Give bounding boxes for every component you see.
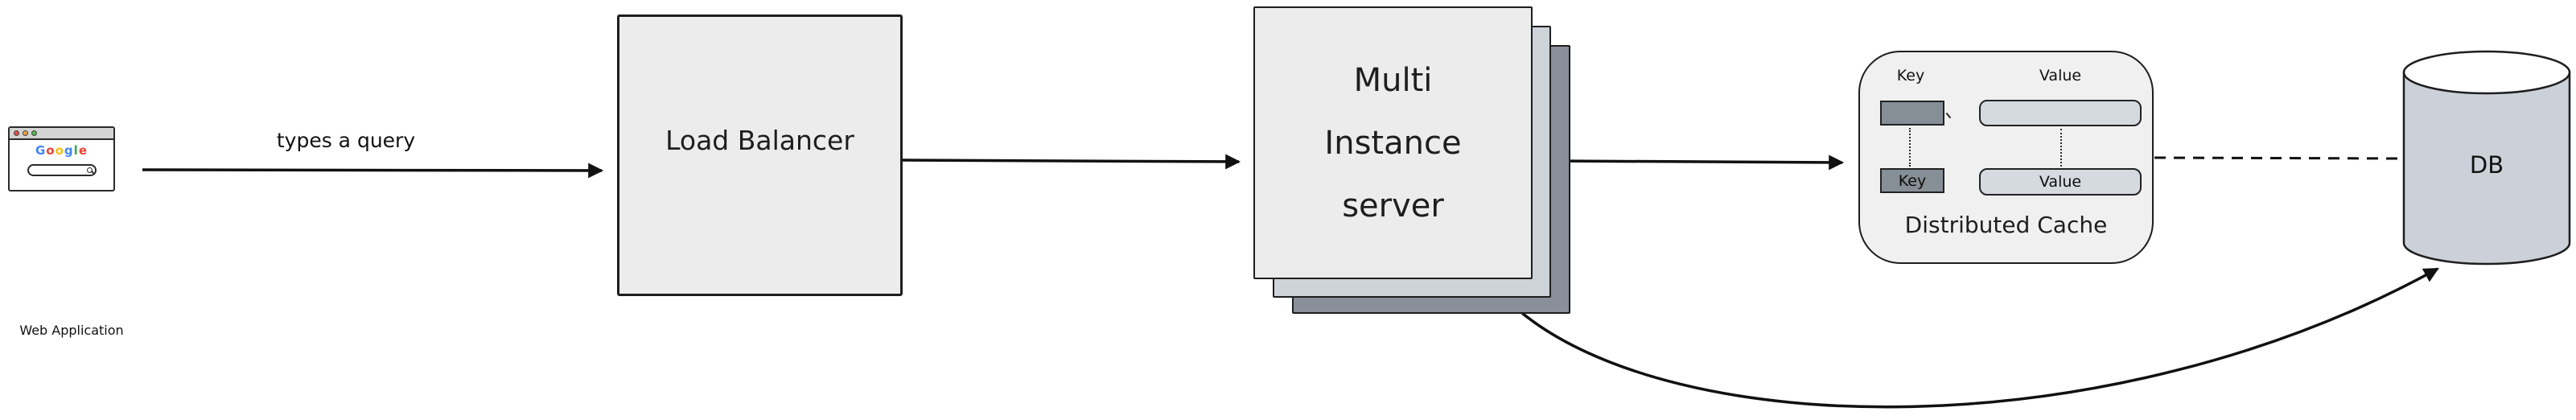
key-tick-mark — [1945, 108, 1957, 119]
logo-letter: e — [78, 143, 88, 158]
logo-letter: G — [35, 143, 47, 158]
browser-title-bar — [10, 128, 113, 140]
value-dotted-link — [2060, 129, 2062, 167]
logo-letter: o — [46, 143, 56, 158]
cache-value-cell — [1979, 100, 2142, 126]
logo-letter: o — [55, 143, 64, 158]
cache-key-cell — [1880, 101, 1944, 126]
key-dotted-link — [1909, 128, 1911, 167]
load-balancer-label: Load Balancer — [665, 125, 854, 156]
db-cylinder — [2402, 50, 2571, 266]
browser-minimize-dot-icon — [23, 130, 28, 136]
search-input — [27, 164, 97, 176]
query-arrow — [142, 163, 604, 179]
browser-maximize-dot-icon — [31, 130, 37, 136]
cache-key-cell-labeled: Key — [1880, 168, 1944, 193]
multi-instance-server-node: Multi Instance server — [1253, 6, 1533, 279]
logo-letter: g — [64, 143, 74, 158]
google-logo: Google — [10, 144, 113, 158]
distributed-cache-node: Key Value Key Value Distributed Cache — [1858, 51, 2154, 264]
web-application-label: Web Application — [19, 323, 124, 338]
browser-close-dot-icon — [14, 130, 19, 136]
distributed-cache-label: Distributed Cache — [1904, 212, 2108, 238]
query-edge-label: types a query — [276, 129, 416, 152]
server-to-db-arrow — [1516, 267, 2439, 409]
cache-to-db-dashed-connector — [2154, 156, 2401, 160]
server-label-line: Multi — [1353, 61, 1433, 99]
lb-to-server-arrow — [902, 154, 1241, 170]
load-balancer-node: Load Balancer — [617, 14, 903, 296]
cache-value-header: Value — [2039, 67, 2082, 84]
cache-key-header: Key — [1896, 67, 1925, 84]
cache-value-cell-labeled: Value — [1979, 168, 2142, 196]
web-application-node: Google Web Application — [8, 126, 124, 338]
search-icon — [87, 167, 93, 173]
server-to-cache-arrow — [1553, 154, 1845, 171]
server-label-line: server — [1342, 187, 1444, 224]
db-label: DB — [2469, 151, 2504, 179]
server-label-line: Instance — [1324, 124, 1462, 162]
logo-letter: l — [73, 143, 79, 158]
